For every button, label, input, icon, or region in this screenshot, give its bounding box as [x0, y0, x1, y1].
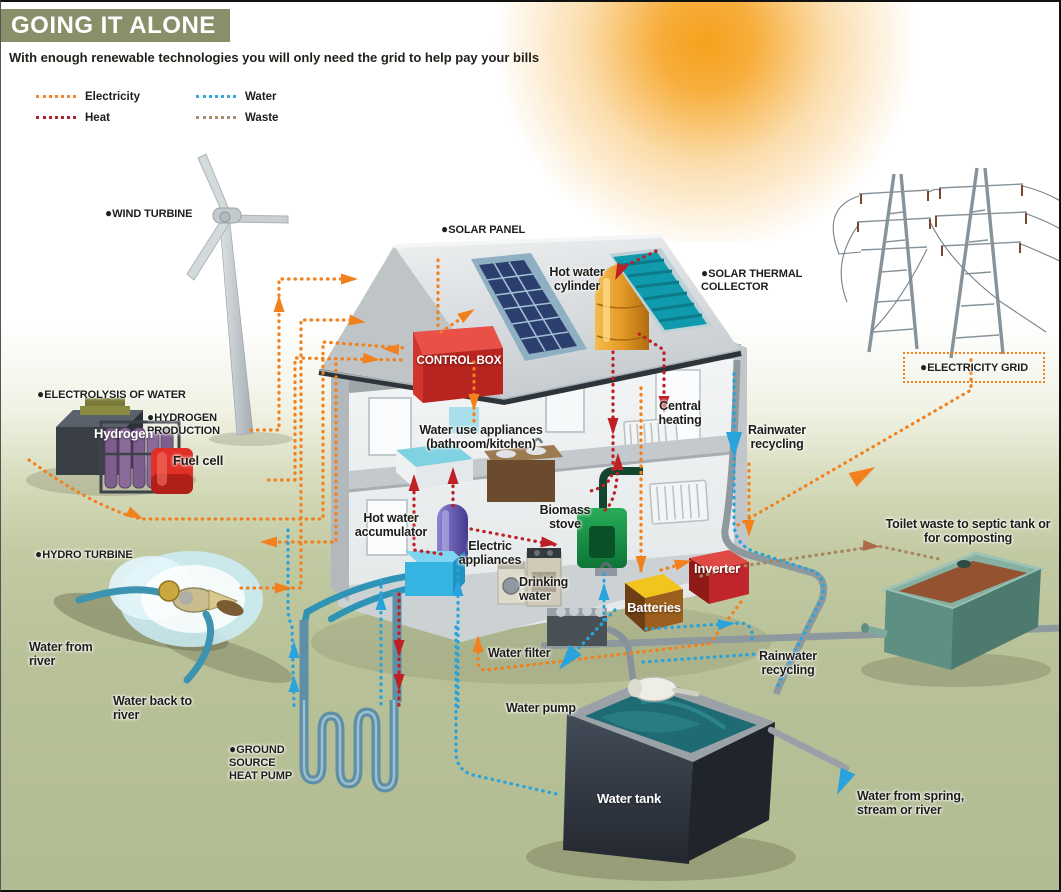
- water-pump-icon: [628, 676, 700, 702]
- label-central-heating: Central heating: [658, 399, 702, 427]
- heat-line-swatch: [36, 116, 76, 119]
- sun-glow: [456, 2, 956, 242]
- hydro-turbine-icon: [75, 551, 263, 684]
- legend-item-waste: Waste: [196, 107, 356, 128]
- label-water-back-to-river: Water back to river: [113, 694, 192, 722]
- label-electricity-grid: ELECTRICITY GRID: [920, 360, 1028, 375]
- page-subtitle: With enough renewable technologies you w…: [9, 50, 540, 65]
- legend-label: Water: [245, 90, 277, 103]
- legend-item-electricity: Electricity: [36, 86, 196, 107]
- water-line-swatch: [196, 95, 236, 98]
- label-drinking-water: Drinking water: [519, 575, 569, 603]
- label-inverter: Inverter: [693, 561, 741, 576]
- water-filter-icon: [547, 606, 637, 681]
- label-wind-turbine: WIND TURBINE: [105, 206, 192, 221]
- page-title: GOING IT ALONE: [11, 11, 216, 39]
- legend-label: Heat: [85, 111, 110, 124]
- label-hydrogen-production: HYDROGEN PRODUCTION: [147, 410, 247, 438]
- electricity-line-swatch: [36, 95, 76, 98]
- label-water-from-spring: Water from spring, stream or river: [857, 789, 965, 817]
- legend-item-water: Water: [196, 86, 356, 107]
- electricity-grid-callout: ELECTRICITY GRID: [903, 352, 1045, 383]
- label-biomass-stove: Biomass stove: [539, 503, 591, 531]
- waste-line-swatch: [196, 116, 236, 119]
- downpipe: [721, 359, 828, 696]
- label-solar-thermal-collector: SOLAR THERMAL COLLECTOR: [701, 266, 819, 294]
- electricity-flow-lines: [27, 258, 973, 672]
- label-water-use-appliances: Water use appliances (bathroom/kitchen): [419, 423, 543, 451]
- label-control-box: CONTROL BOX: [416, 355, 502, 367]
- label-water-tank: Water tank: [597, 791, 661, 806]
- title-bar: GOING IT ALONE: [1, 9, 230, 42]
- label-batteries: Batteries: [627, 600, 681, 615]
- legend: Electricity Water Heat Waste: [36, 86, 356, 128]
- water-tank-icon: [563, 677, 850, 864]
- electricity-pylon-icon: [832, 167, 1059, 359]
- label-water-filter: Water filter: [488, 646, 551, 660]
- label-toilet-waste: Toilet waste to septic tank or for compo…: [885, 517, 1051, 545]
- label-electric-appliances: Electric appliances: [458, 539, 522, 567]
- label-water-pump: Water pump: [506, 701, 576, 715]
- label-hydro-turbine: HYDRO TURBINE: [35, 547, 132, 562]
- label-solar-panel: SOLAR PANEL: [441, 222, 525, 237]
- septic-tank-icon: [861, 551, 1046, 670]
- label-hydrogen: Hydrogen: [94, 426, 154, 441]
- label-electrolysis-of-water: ELECTROLYSIS OF WATER: [37, 387, 186, 402]
- label-water-from-river: Water from river: [29, 640, 93, 668]
- label-fuel-cell: Fuel cell: [173, 453, 224, 468]
- heat-flow-lines: [397, 249, 666, 708]
- label-rainwater-recycling-lower: Rainwater recycling: [759, 649, 817, 677]
- legend-item-heat: Heat: [36, 107, 196, 128]
- waste-flow-line: [699, 544, 941, 578]
- solar-thermal-collector-icon: [609, 248, 713, 333]
- label-hot-water-accumulator: Hot water accumulator: [354, 511, 428, 539]
- fuel-cell-icon: [151, 448, 193, 494]
- legend-label: Electricity: [85, 90, 140, 103]
- label-ground-source-heat-pump: GROUND SOURCE HEAT PUMP: [229, 742, 307, 783]
- control-box-icon: [413, 326, 503, 403]
- solar-panel-icon: [471, 253, 587, 361]
- label-rainwater-recycling-upper: Rainwater recycling: [748, 423, 806, 451]
- label-hot-water-cylinder: Hot water cylinder: [549, 265, 605, 293]
- wind-turbine-icon: [186, 153, 289, 436]
- legend-label: Waste: [245, 111, 279, 124]
